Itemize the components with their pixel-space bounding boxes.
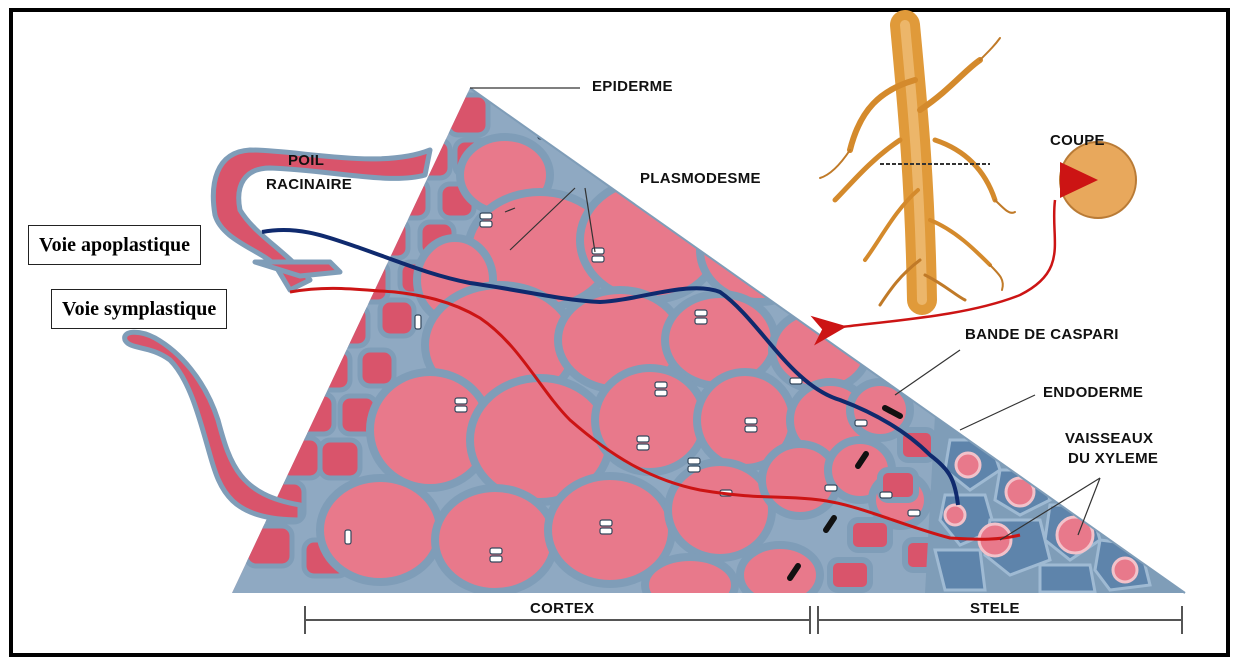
label-poil: POIL [288,152,324,170]
label-bande-de-caspari: BANDE DE CASPARI [965,326,1119,344]
label-vaisseaux: VAISSEAUX [1065,430,1153,448]
symplastic-pathway-label: Voie symplastique [51,289,227,329]
section-arrow [842,200,1055,327]
label-coupe: COUPE [1050,132,1105,150]
label-du-xyleme: DU XYLEME [1068,450,1158,468]
label-stele: STELE [970,600,1020,618]
apoplastic-pathway-label: Voie apoplastique [28,225,201,265]
scale-bars [305,606,1182,634]
label-plasmodesme: PLASMODESME [640,170,761,188]
label-racinaire: RACINAIRE [266,176,352,194]
label-cortex: CORTEX [530,600,594,618]
label-endoderme: ENDODERME [1043,384,1143,402]
label-epiderme: EPIDERME [592,78,673,96]
section-circle [1060,142,1136,218]
